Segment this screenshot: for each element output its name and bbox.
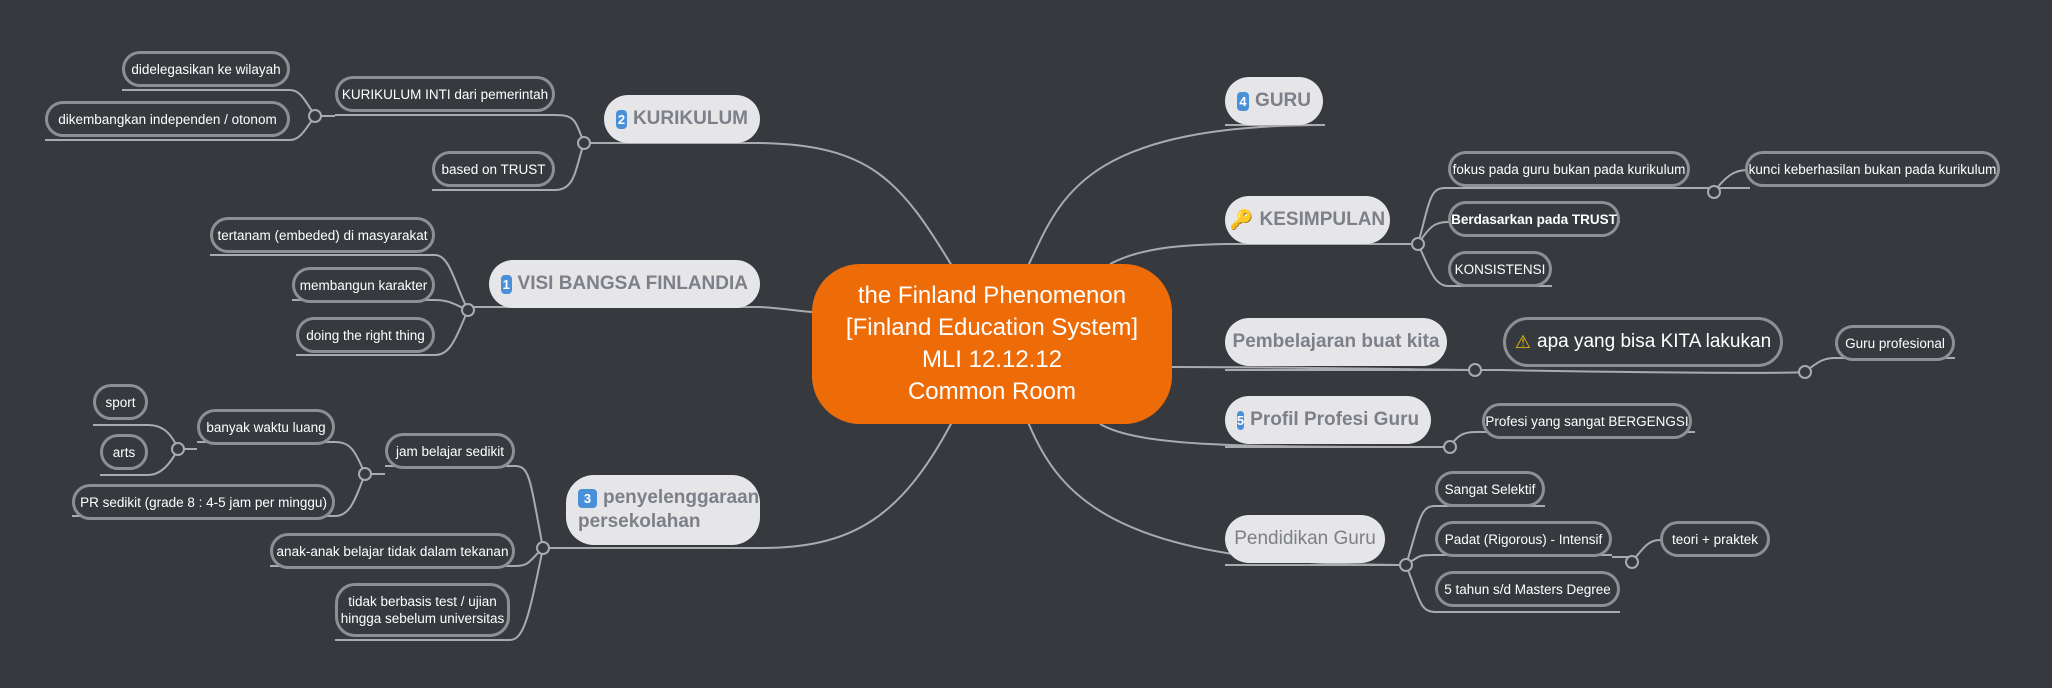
subtopic-berdasarkan-trust[interactable]: Berdasarkan pada TRUST	[1448, 201, 1620, 237]
subtopic-label: arts	[112, 444, 136, 460]
subtopic-teori-praktek[interactable]: teori + praktek	[1660, 521, 1770, 557]
number-badge-icon: 2	[616, 109, 627, 129]
subtopic-padat-intensif[interactable]: Padat (Rigorous) - Intensif	[1435, 521, 1612, 557]
subtopic-profesi-bergengsi[interactable]: Profesi yang sangat BERGENGSI	[1482, 403, 1692, 439]
topic-label: GURU	[1255, 90, 1311, 111]
subtopic-label: banyak waktu luang	[206, 419, 326, 435]
subtopic-label: teori + praktek	[1672, 531, 1758, 547]
central-topic-line: MLI 12.12.12	[921, 346, 1063, 373]
subtopic-label: sport	[105, 394, 136, 410]
number-badge-icon: 3	[578, 489, 597, 508]
subtopic-label: jam belajar sedikit	[395, 443, 505, 459]
topic-kesimpulan[interactable]: 🔑 KESIMPULAN	[1225, 196, 1390, 244]
subtopic-sangat-selektif[interactable]: Sangat Selektif	[1435, 471, 1545, 507]
central-topic-line: Common Room	[907, 378, 1077, 405]
topic-pembelajaran[interactable]: Pembelajaran buat kita	[1225, 318, 1447, 366]
subtopic-label: dikembangkan independen / otonom	[58, 111, 277, 127]
topic-label: penyelenggaraan	[603, 487, 760, 508]
subtopic-kurikulum-inti[interactable]: KURIKULUM INTI dari pemerintah	[335, 76, 555, 112]
topic-kurikulum[interactable]: 2 KURIKULUM	[604, 95, 760, 143]
topic-pendidikan-guru[interactable]: Pendidikan Guru	[1225, 515, 1385, 563]
subtopic-dikembangkan[interactable]: dikembangkan independen / otonom	[45, 101, 290, 137]
number-badge-icon: 1	[501, 274, 512, 294]
subtopic-waktu-luang[interactable]: banyak waktu luang	[197, 409, 335, 445]
subtopic-apa-yang-bisa[interactable]: ⚠ apa yang bisa KITA lakukan	[1503, 317, 1783, 367]
subtopic-label: fokus pada guru bukan pada kurikulum	[1452, 161, 1686, 177]
subtopic-label: Guru profesional	[1845, 335, 1945, 351]
key-icon: 🔑	[1229, 210, 1254, 231]
subtopic-didelegasikan[interactable]: didelegasikan ke wilayah	[122, 51, 290, 87]
subtopic-guru-profesional[interactable]: Guru profesional	[1835, 325, 1955, 361]
topic-label: Profil Profesi Guru	[1250, 409, 1420, 430]
subtopic-label: anak-anak belajar tidak dalam tekanan	[276, 543, 509, 559]
central-topic[interactable]: the Finland Phenomenon [Finland Educatio…	[812, 264, 1172, 424]
topic-label: VISI BANGSA FINLANDIA	[517, 273, 748, 294]
topic-label: persekolahan	[578, 511, 701, 532]
central-topic-line: [Finland Education System]	[845, 314, 1139, 341]
topic-label: Pendidikan Guru	[1234, 528, 1376, 549]
subtopic-based-on-trust[interactable]: based on TRUST	[432, 151, 555, 187]
subtopic-konsistensi[interactable]: KONSISTENSI	[1448, 251, 1552, 287]
topic-penyelenggaraan[interactable]: 3 penyelenggaraan persekolahan	[566, 475, 760, 545]
subtopic-label: Berdasarkan pada TRUST	[1451, 211, 1617, 227]
subtopic-label: kunci keberhasilan bukan pada kurikulum	[1748, 161, 1997, 177]
subtopic-pr-sedikit[interactable]: PR sedikit (grade 8 : 4-5 jam per minggu…	[72, 484, 335, 520]
subtopic-label: doing the right thing	[306, 327, 425, 343]
subtopic-masters-degree[interactable]: 5 tahun s/d Masters Degree	[1435, 571, 1620, 607]
subtopic-membangun-karakter[interactable]: membangun karakter	[292, 267, 435, 303]
subtopic-label: KURIKULUM INTI dari pemerintah	[341, 86, 549, 102]
subtopic-label: 5 tahun s/d Masters Degree	[1444, 581, 1611, 597]
subtopic-fokus-guru[interactable]: fokus pada guru bukan pada kurikulum	[1448, 151, 1690, 187]
subtopic-arts[interactable]: arts	[100, 434, 148, 470]
subtopic-label: Sangat Selektif	[1444, 481, 1536, 497]
central-topic-line: the Finland Phenomenon	[857, 282, 1127, 309]
subtopic-sport[interactable]: sport	[93, 384, 148, 420]
number-badge-icon: 5	[1236, 410, 1245, 430]
topic-label: KURIKULUM	[632, 108, 748, 129]
subtopic-label: based on TRUST	[441, 161, 546, 177]
subtopic-label: Padat (Rigorous) - Intensif	[1444, 531, 1603, 547]
subtopic-jam-belajar[interactable]: jam belajar sedikit	[385, 433, 515, 469]
subtopic-label: hingga sebelum universitas	[340, 611, 505, 626]
topic-label: Pembelajaran buat kita	[1232, 331, 1440, 352]
subtopic-label: KONSISTENSI	[1454, 261, 1546, 277]
subtopic-kunci-keberhasilan[interactable]: kunci keberhasilan bukan pada kurikulum	[1745, 151, 2000, 187]
subtopic-label: PR sedikit (grade 8 : 4-5 jam per minggu…	[80, 494, 327, 510]
subtopic-tertanam[interactable]: tertanam (embeded) di masyarakat	[210, 217, 435, 253]
topic-label-wrap: 3 penyelenggaraan persekolahan	[578, 486, 759, 534]
topic-visi-bangsa[interactable]: 1 VISI BANGSA FINLANDIA	[489, 260, 760, 308]
warning-icon: ⚠	[1514, 331, 1531, 352]
number-badge-icon: 4	[1237, 91, 1250, 111]
topic-guru[interactable]: 4 GURU	[1225, 77, 1323, 125]
subtopic-label: apa yang bisa KITA lakukan	[1537, 331, 1772, 352]
subtopic-doing-right-thing[interactable]: doing the right thing	[296, 317, 435, 353]
subtopic-label: Profesi yang sangat BERGENGSI	[1485, 413, 1689, 429]
subtopic-label: didelegasikan ke wilayah	[131, 61, 281, 77]
topic-label: KESIMPULAN	[1259, 209, 1386, 230]
topic-profil-profesi[interactable]: 5 Profil Profesi Guru	[1225, 396, 1431, 444]
subtopic-label: tidak berbasis test / ujian	[348, 594, 497, 609]
subtopic-label: membangun karakter	[299, 277, 428, 293]
subtopic-tidak-tekanan[interactable]: anak-anak belajar tidak dalam tekanan	[270, 533, 515, 569]
subtopic-tidak-berbasis-test[interactable]: tidak berbasis test / ujian hingga sebel…	[335, 583, 510, 637]
subtopic-label: tertanam (embeded) di masyarakat	[217, 227, 428, 243]
